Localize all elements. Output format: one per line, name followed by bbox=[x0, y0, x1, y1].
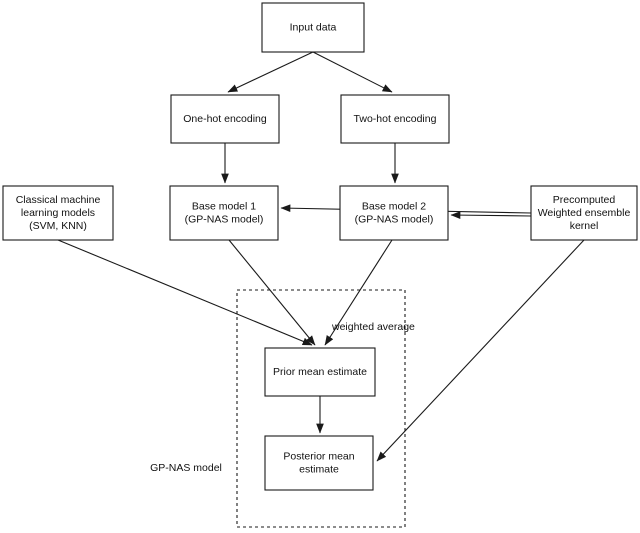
edge-input-to-one-hot bbox=[227, 51, 314, 93]
node-label-classical-ml-models: Classical machine bbox=[16, 194, 101, 206]
node-base-model-2: Base model 2(GP-NAS model) bbox=[339, 185, 449, 241]
node-box-classical-ml-models bbox=[2, 185, 114, 241]
node-two-hot-encoding: Two-hot encoding bbox=[340, 94, 450, 144]
label-layer: weighted average bbox=[331, 321, 415, 333]
edge-kernel-to-base-2 bbox=[450, 211, 532, 219]
node-box-input-data bbox=[261, 2, 365, 53]
node-label-posterior-mean-estimate: Posterior mean bbox=[283, 450, 354, 462]
edge-kernel-to-posterior bbox=[376, 239, 585, 462]
node-one-hot-encoding: One-hot encoding bbox=[170, 94, 280, 144]
node-box-base-model-1 bbox=[169, 185, 279, 241]
gp-nas-model-group-box bbox=[236, 289, 406, 528]
node-label-base-model-1: (GP-NAS model) bbox=[185, 213, 264, 225]
node-label-base-model-1: Base model 1 bbox=[192, 200, 256, 212]
weighted-average-label: weighted average bbox=[331, 321, 415, 333]
node-box-precomputed-kernel bbox=[530, 185, 638, 241]
edge-layer bbox=[57, 51, 585, 462]
node-label-base-model-2: (GP-NAS model) bbox=[355, 213, 434, 225]
edge-base-2-to-prior bbox=[324, 239, 393, 346]
node-label-base-model-2: Base model 2 bbox=[362, 200, 426, 212]
gp-nas-model-group-label: GP-NAS model bbox=[150, 462, 222, 474]
node-box-base-model-2 bbox=[339, 185, 449, 241]
node-prior-mean-estimate: Prior mean estimate bbox=[264, 347, 376, 397]
edge-base-1-to-prior bbox=[228, 239, 316, 346]
edge-input-to-two-hot bbox=[312, 51, 393, 93]
edge-classical-to-prior bbox=[57, 239, 313, 346]
node-label-precomputed-kernel: Precomputed bbox=[553, 194, 616, 206]
node-box-one-hot-encoding bbox=[170, 94, 280, 144]
node-label-precomputed-kernel: kernel bbox=[570, 220, 599, 232]
node-label-classical-ml-models: learning models bbox=[21, 207, 95, 219]
node-label-precomputed-kernel: Weighted ensemble bbox=[538, 207, 631, 219]
node-label-prior-mean-estimate: Prior mean estimate bbox=[273, 366, 367, 378]
node-label-classical-ml-models: (SVM, KNN) bbox=[29, 220, 87, 232]
node-label-posterior-mean-estimate: estimate bbox=[299, 463, 339, 475]
node-label-input-data: Input data bbox=[290, 21, 337, 33]
node-label-two-hot-encoding: Two-hot encoding bbox=[354, 113, 437, 125]
node-base-model-1: Base model 1(GP-NAS model) bbox=[169, 185, 279, 241]
node-box-two-hot-encoding bbox=[340, 94, 450, 144]
node-box-posterior-mean-estimate bbox=[264, 435, 374, 491]
group-layer: GP-NAS model bbox=[150, 289, 406, 528]
node-label-one-hot-encoding: One-hot encoding bbox=[183, 113, 267, 125]
node-box-prior-mean-estimate bbox=[264, 347, 376, 397]
node-input-data: Input data bbox=[261, 2, 365, 53]
